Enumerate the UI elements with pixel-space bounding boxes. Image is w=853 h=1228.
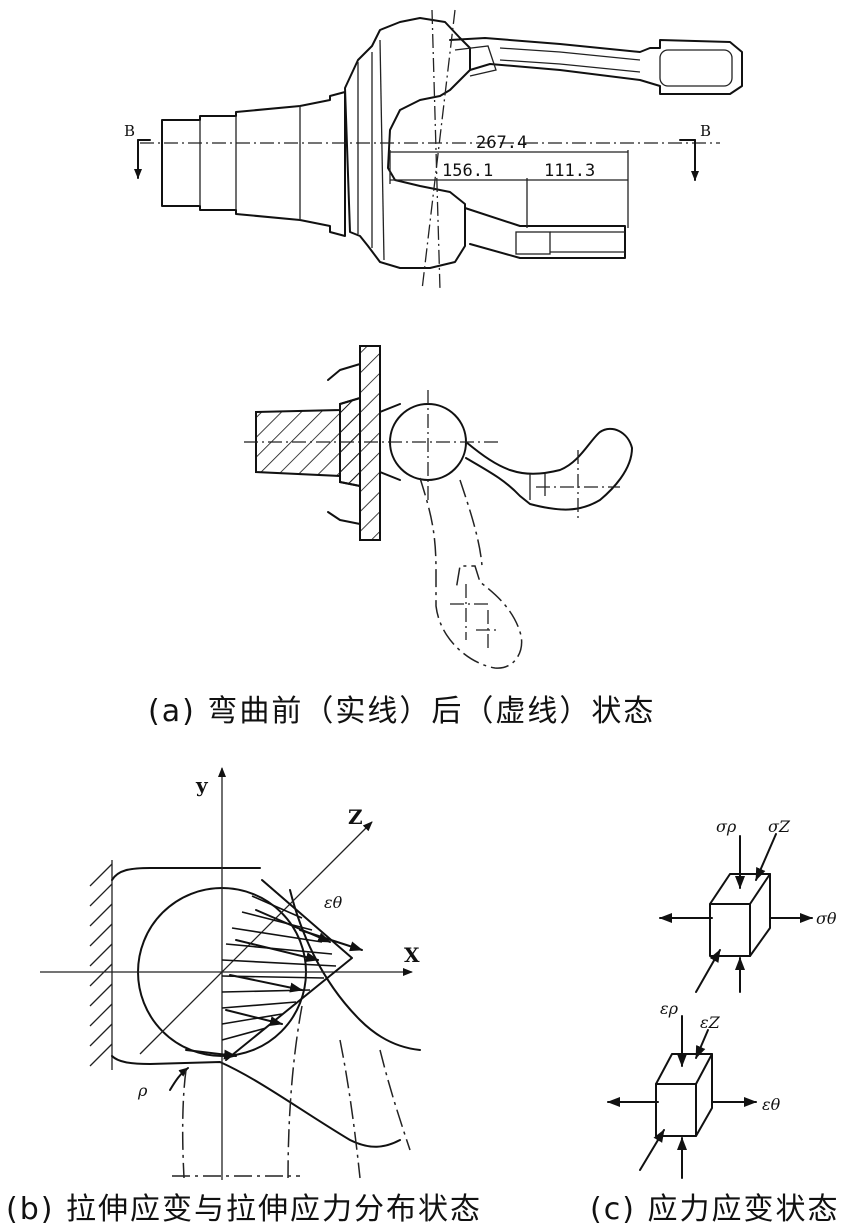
strain-element-cube [607,1015,757,1179]
stress-theta-label: σθ [816,909,837,928]
axis-y-label: y [195,773,209,797]
strain-distribution-drawing [40,767,421,1180]
caption-c: (c) 应力应变状态 [590,1192,840,1227]
dimension-right: 111.3 [544,161,595,181]
caption-b: (b) 拉伸应变与拉伸应力分布状态 [6,1192,482,1227]
caption-a: (a) 弯曲前（实线）后（虚线）状态 [148,694,656,729]
dimension-left: 156.1 [442,161,493,181]
radius-rho-label: ρ [137,1081,148,1100]
axis-z-label: Z [348,805,363,829]
stress-element-cube [659,833,813,993]
section-mark-right: B [700,122,711,140]
knuckle-elevation-drawing [134,9,743,291]
strain-rho-label: ερ [660,999,679,1018]
axis-x-label: X [404,943,420,967]
stress-rho-label: σρ [716,817,737,836]
section-mark-left: B [124,122,135,140]
strain-z-label: εZ [700,1013,721,1032]
section-bending-drawing [244,345,633,669]
strain-theta-label: εθ [324,893,343,912]
stress-z-label: σZ [768,817,791,836]
dimension-total: 267.4 [476,133,527,153]
strain-theta-label: εθ [762,1095,781,1114]
